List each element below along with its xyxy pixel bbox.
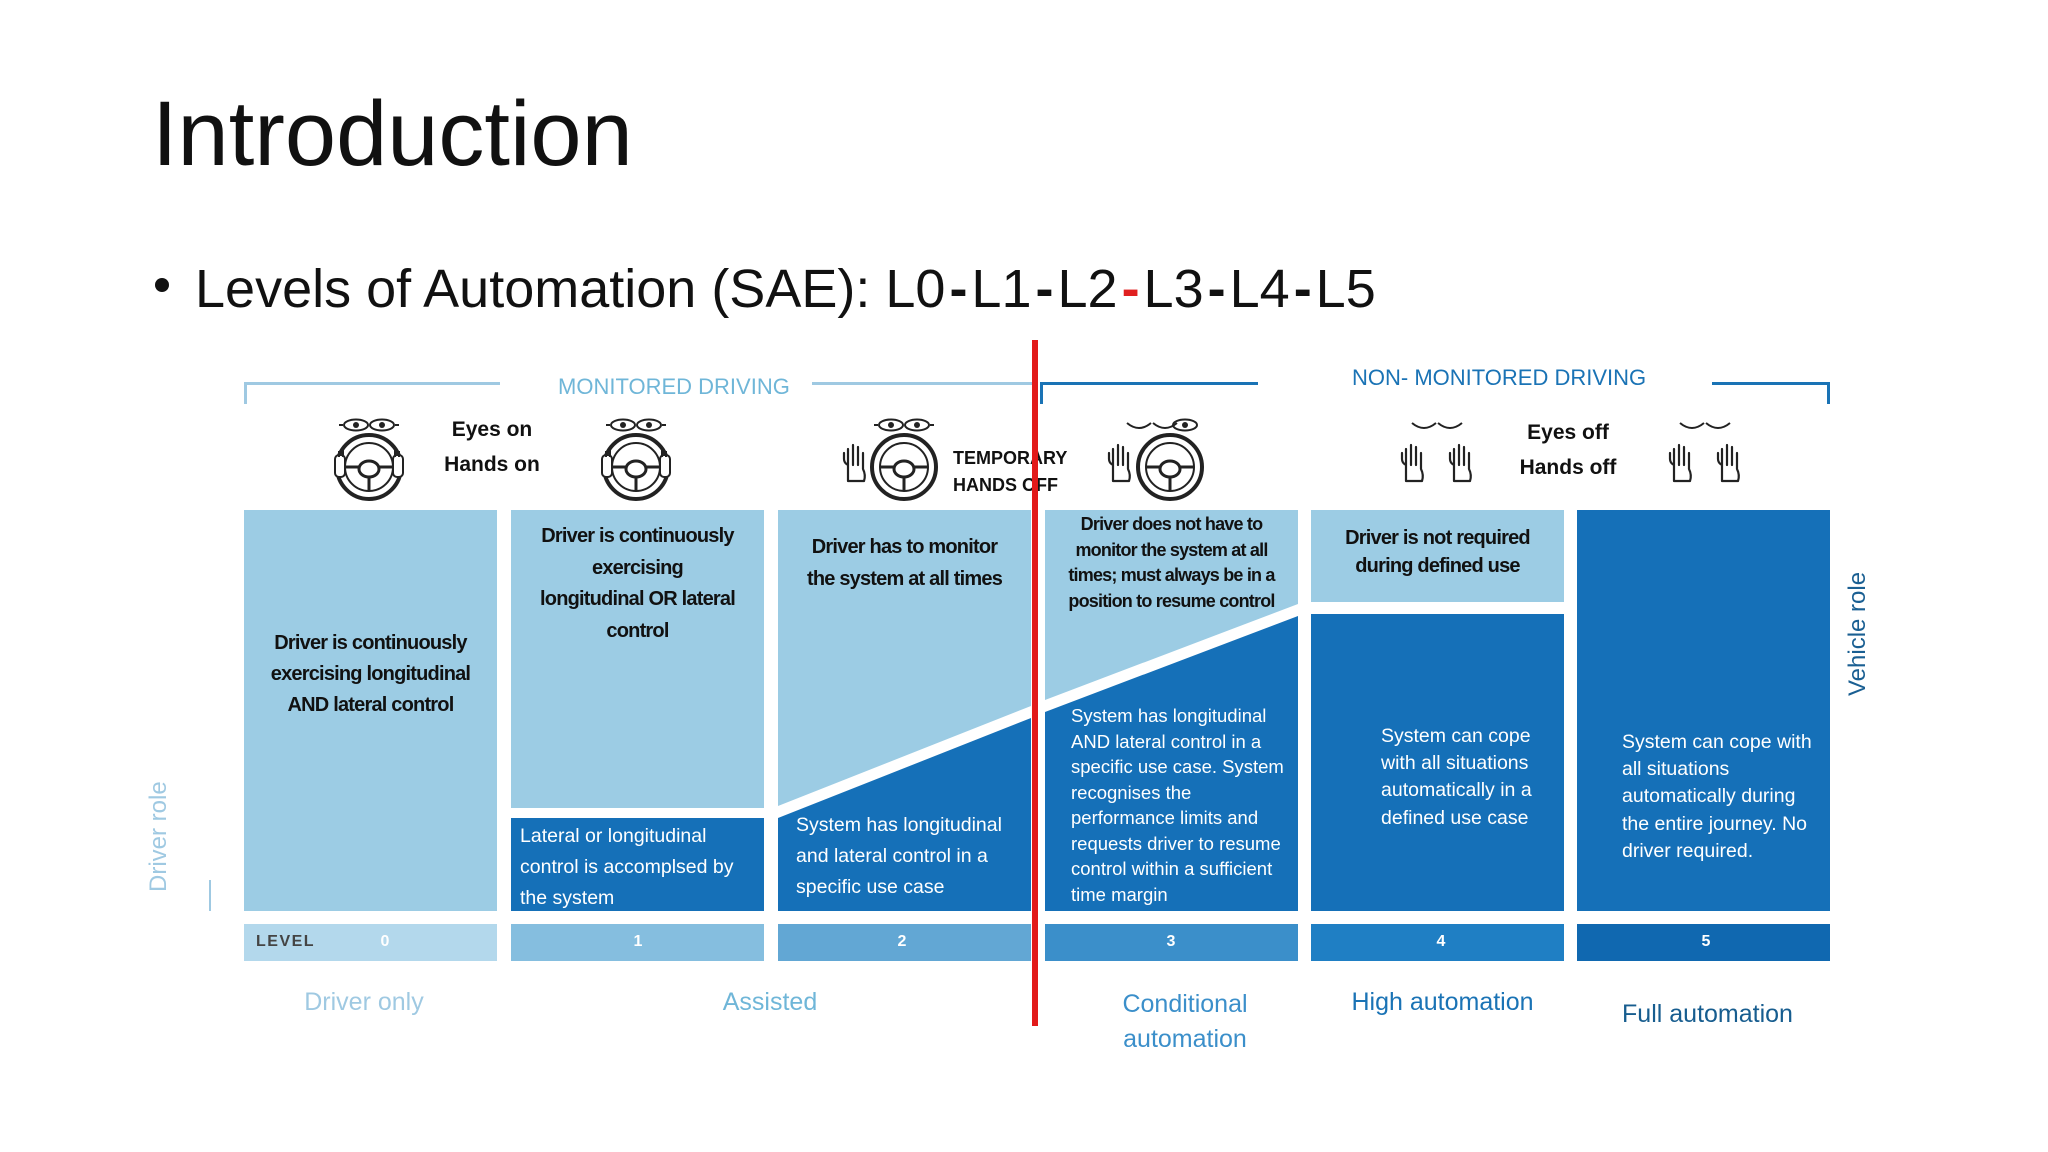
level-l4: L4	[1229, 259, 1290, 319]
category-assisted: Assisted	[722, 988, 818, 1016]
monitored-driving-header: MONITORED DRIVING	[558, 374, 790, 399]
eyes-off-label: Eyes off	[1527, 421, 1609, 444]
hands-off-label: Hands off	[1519, 456, 1617, 479]
level-cell-1	[511, 924, 764, 961]
driver-box-l4	[1311, 510, 1564, 602]
driver-box-l0	[244, 510, 497, 911]
level-l3: L3	[1143, 259, 1204, 319]
driver-text-l0: Driver is continuously exercising longit…	[270, 632, 471, 716]
separator: -	[1293, 259, 1312, 319]
driver-box-l3	[1045, 510, 1298, 700]
non-monitored-bracket-tick	[1827, 382, 1830, 404]
category-driver-only: Driver only	[304, 988, 424, 1016]
vehicle-role-label: Vehicle role	[1844, 571, 1871, 696]
category-high-automation: High automation	[1351, 988, 1534, 1016]
system-box-l4	[1311, 614, 1564, 911]
driver-box-l1	[511, 510, 764, 808]
system-box-l5	[1577, 510, 1830, 911]
level-number-0: 0	[380, 933, 390, 950]
system-text-l3: System has longitudinal AND lateral cont…	[1071, 705, 1284, 905]
level-l5: L5	[1315, 259, 1376, 319]
level-cell-3	[1045, 924, 1298, 961]
slide-title: Introduction	[152, 83, 633, 185]
system-box-l1	[511, 818, 764, 911]
system-text-l5: System can cope with all situations auto…	[1622, 731, 1812, 862]
separator-highlight: -	[1121, 259, 1140, 319]
monitored-bracket-left	[244, 382, 500, 385]
driver-box-l2	[778, 510, 1031, 806]
level-l0: L0	[885, 259, 946, 319]
level-label: LEVEL	[256, 933, 316, 950]
level-number-5: 5	[1701, 933, 1711, 950]
non-monitored-bracket-tick	[1040, 382, 1043, 404]
driver-text-l3: Driver does not have to monitor the syst…	[1068, 514, 1275, 611]
level-l1: L1	[971, 259, 1032, 319]
non-monitored-bracket-left	[1040, 382, 1258, 385]
bullet-prefix: Levels of Automation (SAE):	[195, 259, 886, 319]
system-text-l1: Lateral or longitudinal control is accom…	[520, 825, 734, 909]
driver-text-l1: Driver is continuously exercising longit…	[540, 525, 736, 642]
non-monitored-driving-header: NON- MONITORED DRIVING	[1352, 365, 1647, 390]
bullet-line: Levels of Automation (SAE): L0-L1-L2-L3-…	[155, 262, 1376, 316]
category-conditional-automation: Conditional automation	[1122, 990, 1248, 1053]
bullet-dot	[155, 277, 169, 292]
separator: -	[1207, 259, 1226, 319]
level-number-3: 3	[1166, 933, 1176, 950]
level-cell-4	[1311, 924, 1564, 961]
red-divider-line	[1032, 340, 1038, 1026]
level-l2: L2	[1057, 259, 1118, 319]
temporary-label: TEMPORARY	[953, 448, 1068, 468]
level-cell-5	[1577, 924, 1830, 961]
separator: -	[1035, 259, 1054, 319]
eyes-half-icon	[1126, 418, 1198, 432]
category-full-automation: Full automation	[1622, 1000, 1793, 1028]
eyes-on-label: Eyes on	[451, 418, 533, 441]
system-text-l4: System can cope with all situations auto…	[1381, 725, 1532, 829]
separator: -	[949, 259, 968, 319]
level-cell-2	[778, 924, 1031, 961]
system-text-l2: System has longitudinal and lateral cont…	[796, 814, 1002, 898]
system-box-l2	[778, 718, 1031, 911]
level-number-4: 4	[1436, 933, 1446, 950]
system-box-l3	[1045, 616, 1298, 911]
level-cell-0	[244, 924, 497, 961]
temporary-hands-off-label: HANDS OFF	[953, 475, 1058, 495]
hands-on-label: Hands on	[444, 453, 540, 476]
monitored-bracket-tick	[244, 382, 247, 404]
driver-text-l2: Driver has to monitor the system at all …	[806, 536, 1003, 590]
level-number-1: 1	[633, 933, 643, 950]
driver-text-l4: Driver is not required during defined us…	[1345, 527, 1530, 577]
level-number-2: 2	[897, 933, 907, 950]
driver-role-label: Driver role	[145, 781, 172, 892]
non-monitored-bracket-right	[1712, 382, 1830, 385]
monitored-bracket-right	[812, 382, 1038, 385]
